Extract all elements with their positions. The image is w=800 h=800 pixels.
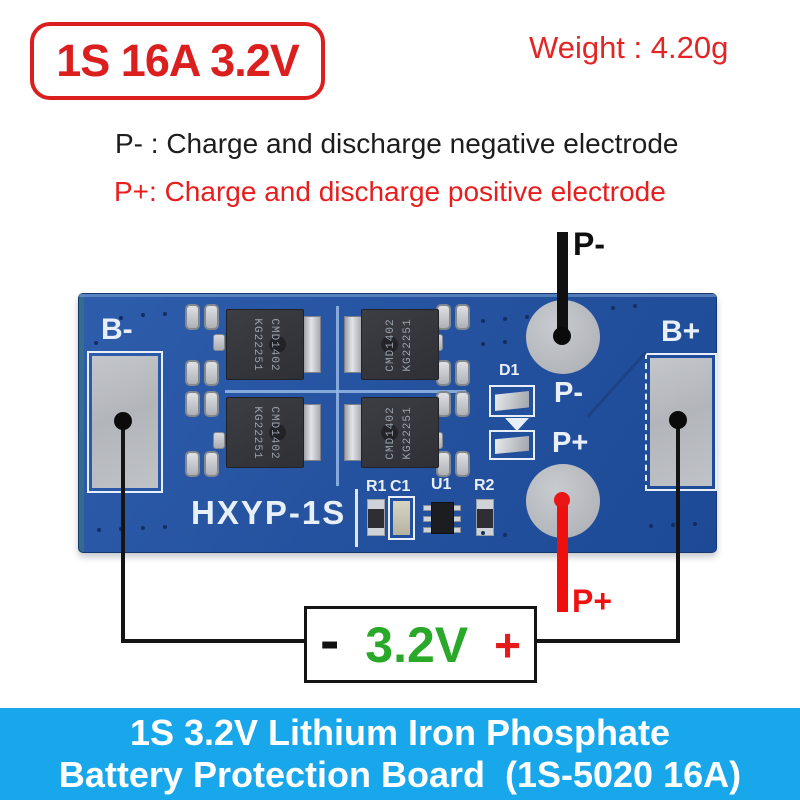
via-dot xyxy=(481,342,485,346)
via-dot xyxy=(503,340,507,344)
legend-positive-line: P+: Charge and discharge positive electr… xyxy=(114,176,666,207)
via-dot xyxy=(141,313,145,317)
board-top-highlight xyxy=(79,294,716,297)
r1-resistor xyxy=(367,499,385,536)
mosfet-tab xyxy=(344,316,362,373)
mosfet-pins xyxy=(436,304,470,330)
battery-plus-sign: + xyxy=(494,618,522,671)
via-dot xyxy=(97,528,101,532)
b-minus-hole xyxy=(114,412,132,430)
copper-groove xyxy=(586,351,647,418)
title-banner: 1S 3.2V Lithium Iron Phosphate Battery P… xyxy=(0,708,800,800)
p-minus-silk-label: P- xyxy=(554,377,583,409)
via-dot xyxy=(141,526,145,530)
p-plus-wire-label: P+ xyxy=(572,583,613,619)
c1-capacitor-body xyxy=(393,501,410,535)
spec-badge: 1S 16A 3.2V xyxy=(30,22,325,100)
via-dot xyxy=(693,522,697,526)
r2-label: R2 xyxy=(474,477,495,494)
battery-voltage-box: - 3.2V + xyxy=(304,606,537,683)
via-dot xyxy=(503,317,507,321)
p-minus-hole xyxy=(553,327,571,345)
b-minus-wire-line xyxy=(121,421,125,643)
d1-label: D1 xyxy=(499,362,520,379)
mosfet-tab xyxy=(344,404,362,461)
b-plus-label: B+ xyxy=(661,315,701,348)
via-dot xyxy=(481,319,485,323)
mosfet-tab xyxy=(303,316,321,373)
u1-ic xyxy=(431,502,454,534)
model-silkscreen: HXYP-1S xyxy=(191,494,347,531)
solder-blob xyxy=(495,391,529,411)
r1-label: R1 xyxy=(366,478,387,495)
p-plus-hole xyxy=(554,492,570,508)
fet-divider-horizontal xyxy=(225,390,466,393)
u1-label: U1 xyxy=(431,476,452,493)
r2-resistor xyxy=(476,499,494,536)
mosfet-pin-stub xyxy=(213,334,225,351)
via-dot xyxy=(649,524,653,528)
battery-wire-right xyxy=(534,639,680,643)
mosfet-pins xyxy=(185,304,219,330)
battery-voltage-value: 3.2V xyxy=(365,616,469,673)
via-dot xyxy=(525,315,529,319)
via-dot xyxy=(94,341,98,345)
b-plus-hole xyxy=(669,411,687,429)
legend-negative-line: P- : Charge and discharge negative elect… xyxy=(115,128,679,159)
b-plus-wire-line xyxy=(676,420,680,643)
mosfet-pins xyxy=(436,451,470,477)
via-dot xyxy=(633,304,637,308)
mosfet-pins xyxy=(436,391,470,417)
mosfet-dimple xyxy=(381,424,398,442)
c1-capacitor xyxy=(388,496,415,540)
via-dot xyxy=(503,533,507,537)
via-dot xyxy=(163,312,167,316)
mosfet-dimple xyxy=(381,336,398,354)
mosfet-pin-stub xyxy=(213,432,225,449)
b-minus-label: B- xyxy=(101,313,133,346)
p-plus-silk-label: P+ xyxy=(552,427,589,459)
solder-blob xyxy=(495,436,529,454)
weight-label: Weight : 4.20g xyxy=(529,30,729,65)
mosfet-pins xyxy=(185,391,219,417)
via-dot xyxy=(671,523,675,527)
spec-badge-label: 1S 16A 3.2V xyxy=(56,35,299,86)
via-dot xyxy=(119,316,123,320)
fet-divider-vertical xyxy=(336,306,339,486)
mosfet-pins xyxy=(436,360,470,386)
mosfet-dimple xyxy=(268,424,286,442)
mosfet-pins xyxy=(185,451,219,477)
board-edge xyxy=(79,294,84,552)
diode-d1-pad xyxy=(489,430,535,460)
p-minus-wire xyxy=(557,232,568,338)
p-plus-wire xyxy=(557,498,568,612)
via-dot xyxy=(481,531,485,535)
battery-wire-left xyxy=(121,639,308,643)
mosfet-dimple xyxy=(268,336,286,354)
title-line-2: Battery Protection Board (1S-5020 16A) xyxy=(58,754,742,795)
diode-d1-pad xyxy=(489,385,535,417)
p-minus-wire-label: P- xyxy=(573,226,605,262)
title-line-1: 1S 3.2V Lithium Iron Phosphate xyxy=(129,712,671,754)
diode-symbol-icon xyxy=(505,418,529,431)
via-dot xyxy=(611,306,615,310)
silk-divider-line xyxy=(355,489,358,547)
mosfet-pins xyxy=(185,360,219,386)
b-plus-pad xyxy=(645,353,717,491)
via-dot xyxy=(163,525,167,529)
c1-label: C1 xyxy=(390,478,411,495)
mosfet-tab xyxy=(303,404,321,461)
